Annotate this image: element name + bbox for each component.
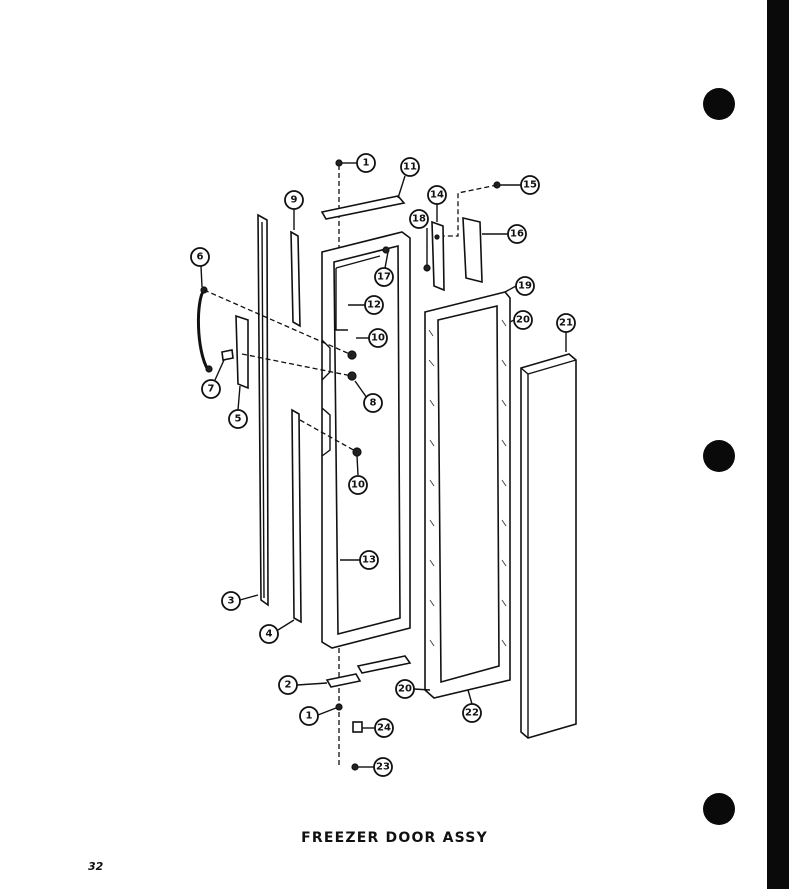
svg-text:21: 21	[559, 318, 573, 329]
door-handle	[196, 289, 210, 371]
screw-17	[382, 246, 390, 254]
gasket-inner	[437, 304, 500, 684]
door-panel-21	[520, 353, 577, 739]
screw-15-path	[444, 184, 498, 237]
svg-text:14: 14	[430, 190, 444, 201]
handle-end-bottom	[205, 365, 213, 373]
callout-19: 19	[515, 276, 535, 296]
screw-23	[351, 763, 359, 771]
svg-text:23: 23	[376, 762, 390, 773]
svg-text:7: 7	[208, 384, 215, 395]
panel-edge-top	[520, 367, 529, 375]
svg-text:3: 3	[228, 596, 235, 607]
diagram-title: FREEZER DOOR ASSY	[301, 830, 488, 846]
svg-text:6: 6	[197, 252, 204, 263]
punch-hole-middle	[703, 440, 735, 472]
svg-text:13: 13	[362, 555, 376, 566]
handle-mount-line-upper	[203, 289, 353, 356]
inner-bracket-12	[335, 268, 348, 331]
handle-mount-line-lower	[241, 353, 353, 377]
hinge-bracket-14	[431, 220, 445, 292]
svg-text:15: 15	[523, 180, 537, 191]
page-number: 32	[88, 860, 104, 873]
callout-10-lower: 10	[348, 475, 368, 495]
callout-11: 11	[400, 157, 420, 177]
callout-12: 12	[364, 295, 384, 315]
screw-18	[423, 264, 431, 272]
callout-1-bottom: 1	[299, 706, 319, 726]
gasket-texture	[428, 319, 507, 647]
svg-text:12: 12	[367, 300, 381, 311]
trim-strip-edge	[261, 221, 265, 599]
svg-text:2: 2	[285, 680, 292, 691]
lower-trim-piece	[291, 408, 302, 624]
bushing-24	[352, 721, 363, 733]
frame-notch-upper	[321, 339, 331, 381]
screw-bottom-1	[335, 703, 343, 711]
bracket-16	[462, 216, 483, 284]
binding-edge-bar	[767, 0, 789, 889]
callout-17: 17	[374, 267, 394, 287]
panel-edge-top2	[527, 359, 577, 375]
punch-hole-top	[703, 88, 735, 120]
bracket-hole	[434, 234, 440, 240]
inner-bracket-12-top	[335, 255, 381, 269]
svg-text:19: 19	[518, 281, 532, 292]
svg-text:9: 9	[291, 195, 298, 206]
top-hinge-plate	[320, 195, 406, 220]
punch-hole-bottom	[703, 793, 735, 825]
callout-16: 16	[507, 224, 527, 244]
svg-text:20: 20	[516, 315, 530, 326]
svg-text:1: 1	[363, 158, 370, 169]
upper-trim-piece	[290, 230, 301, 328]
callout-6: 6	[190, 247, 210, 267]
bottom-hinge-plate	[356, 655, 412, 674]
svg-text:10: 10	[351, 480, 365, 491]
handle-bracket-5	[235, 314, 249, 390]
svg-text:5: 5	[235, 414, 242, 425]
svg-text:20: 20	[398, 684, 412, 695]
svg-text:8: 8	[370, 398, 377, 409]
svg-text:4: 4	[266, 629, 273, 640]
svg-text:10: 10	[371, 333, 385, 344]
callout-14: 14	[427, 185, 447, 205]
svg-text:18: 18	[412, 214, 426, 225]
callout-24: 24	[374, 718, 394, 738]
callout-4: 4	[259, 624, 279, 644]
callout-15: 15	[520, 175, 540, 195]
callout-21: 21	[556, 313, 576, 333]
callout-10-upper: 10	[368, 328, 388, 348]
callout-20-upper: 20	[513, 310, 533, 330]
leader-lines	[200, 162, 567, 768]
callout-3: 3	[221, 591, 241, 611]
callout-13: 13	[359, 550, 379, 570]
callout-2: 2	[278, 675, 298, 695]
svg-text:24: 24	[377, 723, 391, 734]
callout-1-top: 1	[356, 153, 376, 173]
callout-5: 5	[228, 409, 248, 429]
callout-8: 8	[363, 393, 383, 413]
svg-text:16: 16	[510, 229, 524, 240]
svg-text:11: 11	[403, 162, 417, 173]
clip-7	[221, 349, 234, 361]
callout-22: 22	[462, 703, 482, 723]
frame-notch-lower	[321, 407, 331, 457]
bottom-hinge	[325, 673, 362, 688]
screw-top	[335, 159, 343, 167]
callout-7: 7	[201, 379, 221, 399]
svg-text:1: 1	[306, 711, 313, 722]
svg-text:22: 22	[465, 708, 479, 719]
callout-9: 9	[284, 190, 304, 210]
callout-23: 23	[373, 757, 393, 777]
callout-18: 18	[409, 209, 429, 229]
callout-20-lower: 20	[395, 679, 415, 699]
svg-text:17: 17	[377, 272, 391, 283]
trim-mount-line	[299, 419, 358, 453]
